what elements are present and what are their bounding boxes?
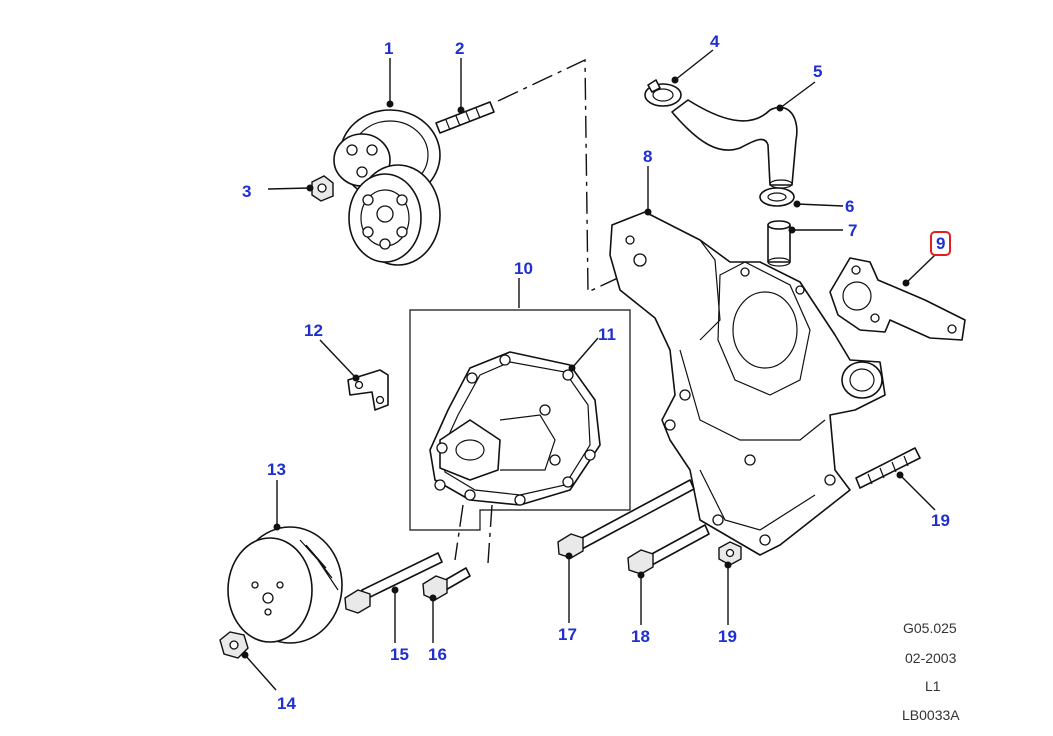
bolt-part-13[interactable]: [627, 524, 710, 575]
callout-6[interactable]: 15: [390, 645, 409, 664]
callout-12[interactable]: 19: [931, 511, 950, 530]
outlet-pipe-part-4[interactable]: [767, 220, 791, 267]
coolant-hose-part-18[interactable]: [671, 99, 798, 189]
callout-5[interactable]: 8: [643, 147, 653, 166]
alignment-line-pump-bolts: [454, 504, 493, 564]
water-pump-part-1[interactable]: [429, 351, 601, 506]
drawing-reference: LB0033A: [902, 707, 960, 723]
hose-clip-part-19-top[interactable]: [644, 79, 682, 107]
callout-7[interactable]: 12: [304, 321, 323, 340]
crankshaft-pulley-part-16[interactable]: [227, 526, 343, 644]
pump-housing-part-5[interactable]: [609, 211, 886, 556]
callout-18[interactable]: 5: [813, 62, 823, 81]
nut-part-10[interactable]: [311, 175, 334, 202]
stud-part-12[interactable]: [855, 447, 921, 489]
callout-13[interactable]: 18: [631, 627, 650, 646]
drawing-code: G05.025: [903, 620, 957, 636]
callout-16[interactable]: 13: [267, 460, 286, 479]
nut-part-15[interactable]: [718, 541, 742, 566]
pulley-bolt-part-17[interactable]: [219, 631, 249, 659]
long-bolt-part-6[interactable]: [344, 552, 443, 614]
callout-3[interactable]: 16: [428, 645, 447, 664]
callout-8[interactable]: 2: [455, 39, 465, 58]
callout-17[interactable]: 14: [277, 694, 296, 713]
callout-19-lower[interactable]: 6: [845, 197, 855, 216]
callout-4[interactable]: 7: [848, 221, 858, 240]
callout-9[interactable]: 1: [384, 39, 394, 58]
leader-lines: [241, 49, 936, 691]
callout-11[interactable]: 9: [930, 231, 952, 256]
stud-part-8[interactable]: [435, 101, 495, 134]
gasket-part-11[interactable]: [829, 257, 966, 341]
short-bolt-part-3[interactable]: [422, 567, 471, 601]
callout-19-top[interactable]: 4: [710, 32, 720, 51]
callout-14[interactable]: 17: [558, 625, 577, 644]
callout-15[interactable]: 19: [718, 627, 737, 646]
drawing-variant: L1: [925, 678, 941, 694]
callout-1[interactable]: 10: [514, 259, 533, 278]
callout-10[interactable]: 3: [242, 182, 252, 201]
hose-clip-part-19-lower[interactable]: [759, 187, 795, 207]
tensioner-pulley-part-9[interactable]: [348, 164, 441, 266]
bolt-part-14[interactable]: [557, 479, 695, 559]
drawing-date: 02-2003: [905, 650, 957, 666]
water-pump-assembly-frame-part-1: [409, 309, 631, 531]
callout-2[interactable]: 11: [598, 325, 616, 344]
